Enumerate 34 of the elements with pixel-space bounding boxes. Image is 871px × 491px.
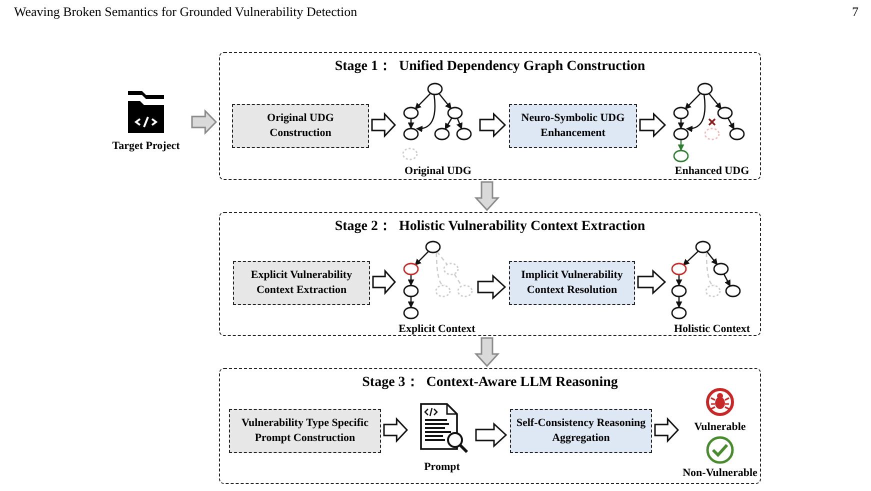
block-arrow [479, 112, 506, 138]
block-arrow [475, 422, 508, 448]
graph-caption: Original UDG [404, 165, 472, 177]
stage-panel [219, 52, 761, 180]
process-box: Implicit Vulnerability Context Resolution [509, 261, 635, 305]
process-box: Explicit Vulnerability Context Extraction [233, 261, 370, 305]
node-label: Prompt [424, 461, 460, 473]
stage-panel [219, 368, 761, 484]
node-label: Vulnerable [694, 421, 746, 433]
node-label: Target Project [112, 140, 180, 152]
block-arrow [474, 181, 500, 212]
block-arrow [477, 274, 506, 300]
stage-title: Stage 1： Unified Dependency Graph Construction [334, 58, 646, 75]
process-box: Original UDG Construction [232, 104, 369, 148]
node-label: Non-Vulnerable [682, 467, 758, 479]
process-box: Vulnerability Type Specific Prompt Construction [229, 409, 381, 453]
process-box: Self-Consistency Reasoning Aggregation [510, 409, 652, 453]
block-arrow [372, 269, 396, 295]
stage-title: Stage 3： Context-Aware LLM Reasoning [362, 374, 618, 391]
block-arrow [654, 417, 680, 443]
block-arrow [639, 112, 666, 138]
process-box: Neuro-Symbolic UDG Enhancement [509, 104, 637, 148]
block-arrow [637, 269, 666, 295]
block-arrow [474, 337, 500, 368]
graph-caption: Holistic Context [674, 323, 750, 335]
stage-panel [219, 212, 761, 336]
graph-caption: Explicit Context [398, 323, 476, 335]
graph-caption: Enhanced UDG [674, 165, 750, 177]
block-arrow [383, 417, 408, 443]
page-header: Weaving Broken Semantics for Grounded Vulnerability Detection [14, 4, 358, 20]
stage-title: Stage 2： Holistic Vulnerability Context Extraction [334, 218, 646, 235]
page-number: 7 [852, 4, 858, 20]
block-arrow [191, 109, 218, 135]
block-arrow [371, 112, 396, 138]
